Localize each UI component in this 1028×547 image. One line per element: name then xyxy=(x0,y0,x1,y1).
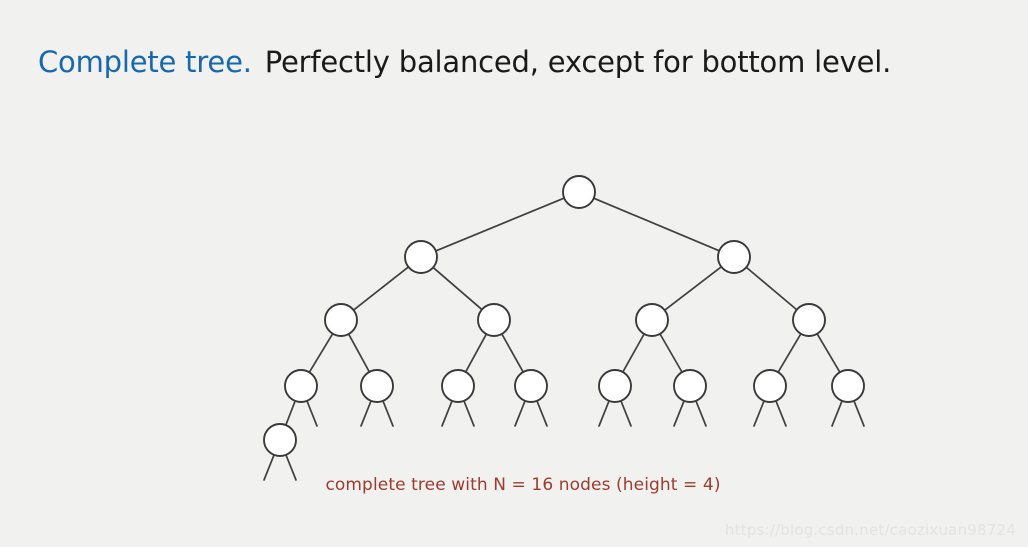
tree-edge xyxy=(621,332,646,374)
tree-edge-stub xyxy=(619,399,632,427)
tree-node xyxy=(753,369,787,403)
tree-node xyxy=(562,175,596,209)
tree-edge-stub xyxy=(694,399,707,427)
tree-edge-stub xyxy=(753,399,766,427)
tree-edge-stub xyxy=(535,399,548,427)
tree-node xyxy=(404,240,438,274)
tree-edge-stub xyxy=(831,399,844,427)
tree-edge-stub xyxy=(441,399,454,427)
tree-edge xyxy=(284,399,297,427)
tree-node xyxy=(324,303,358,337)
watermark-text: https://blog.csdn.net/caozixuan98724 xyxy=(724,521,1016,539)
tree-edge xyxy=(307,331,335,375)
tree-node xyxy=(717,240,751,274)
tree-node xyxy=(441,369,475,403)
tree-edge-stub xyxy=(305,399,318,427)
node-layer xyxy=(263,175,865,457)
diagram-caption: complete tree with N = 16 nodes (height … xyxy=(0,475,1028,495)
tree-edge xyxy=(500,332,525,374)
tree-edge-stub xyxy=(514,399,527,427)
tree-edge-stub xyxy=(381,399,394,427)
page-title: Complete tree. Perfectly balanced, except… xyxy=(38,42,891,82)
tree-edge-stub xyxy=(360,399,373,427)
tree-edge xyxy=(431,265,484,312)
tree-edge xyxy=(591,196,722,253)
tree-edge-stub xyxy=(852,399,865,427)
tree-edge-stub xyxy=(598,399,611,427)
edge-layer xyxy=(284,196,842,427)
tree-node xyxy=(284,369,318,403)
tree-edge-stub xyxy=(462,399,475,427)
tree-node xyxy=(477,303,511,337)
tree-edge xyxy=(658,332,684,374)
tree-node xyxy=(360,369,394,403)
tree-node xyxy=(263,423,297,457)
tree-edge xyxy=(464,332,488,374)
tree-node xyxy=(831,369,865,403)
tree-edge-stub xyxy=(774,399,787,427)
tree-node xyxy=(514,369,548,403)
tree-edge xyxy=(434,196,566,253)
tree-edge-stub xyxy=(673,399,686,427)
tree-edge xyxy=(815,332,842,374)
tree-edge-stub xyxy=(263,453,276,481)
title-term: Complete tree. xyxy=(38,45,252,79)
stub-layer xyxy=(263,399,865,481)
tree-node xyxy=(673,369,707,403)
title-description: Perfectly balanced, except for bottom le… xyxy=(264,45,892,79)
tree-edge xyxy=(776,332,803,374)
tree-edge-stub xyxy=(284,453,297,481)
tree-edge xyxy=(351,265,411,312)
tree-node xyxy=(635,303,669,337)
tree-edge xyxy=(744,265,799,312)
tree-node xyxy=(598,369,632,403)
tree-edge xyxy=(347,332,371,374)
tree-node xyxy=(792,303,826,337)
diagram-caption-text: complete tree with N = 16 nodes (height … xyxy=(325,475,721,495)
tree-edge xyxy=(663,265,723,312)
